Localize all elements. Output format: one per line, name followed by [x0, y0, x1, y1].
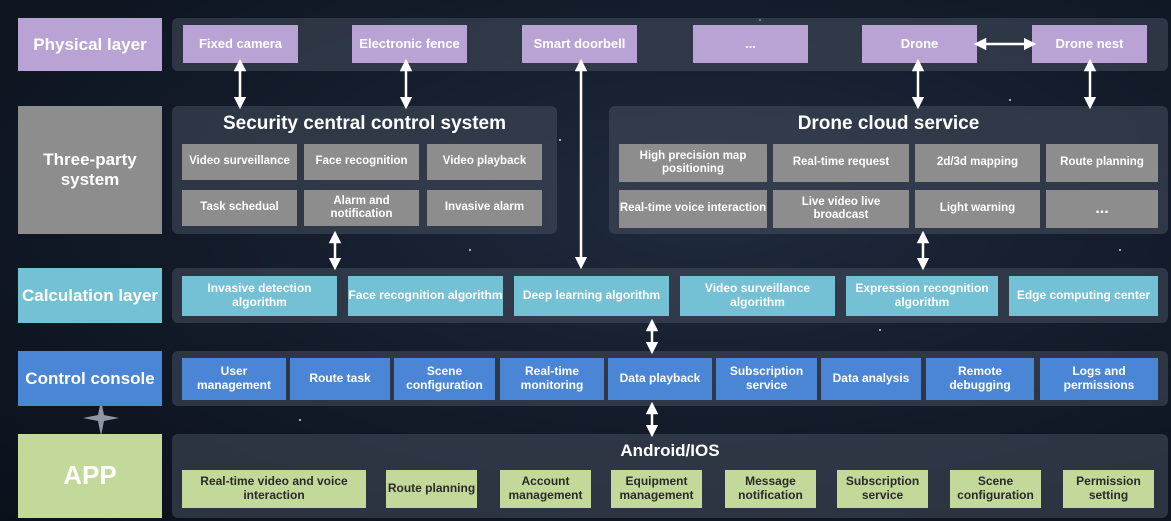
- app-platform-title: Android/IOS: [620, 441, 720, 460]
- physical-item-smart-doorbell: Smart doorbell: [522, 25, 637, 63]
- app-item-equipment-management: Equipment management: [611, 470, 702, 508]
- control-item-data-playback: Data playback: [608, 358, 712, 400]
- app-item-route-planning: Route planning: [386, 470, 477, 508]
- security-item-alarm-notification: Alarm and notification: [304, 190, 419, 226]
- app-layer-label: APP: [18, 434, 162, 518]
- control-item-remote-debugging: Remote debugging: [926, 358, 1034, 400]
- app-item-scene-configuration: Scene configuration: [950, 470, 1041, 508]
- security-item-video-surveillance: Video surveillance: [182, 144, 297, 180]
- drone-cloud-item-map-positioning: High precision map positioning: [619, 144, 767, 182]
- control-item-logs-permissions: Logs and permissions: [1040, 358, 1158, 400]
- calc-item-face-recognition: Face recognition algorithm: [348, 276, 503, 316]
- calc-item-edge-computing: Edge computing center: [1009, 276, 1158, 316]
- control-item-route-task: Route task: [290, 358, 390, 400]
- control-item-real-time-monitoring: Real-time monitoring: [500, 358, 604, 400]
- drone-cloud-item-mapping: 2d/3d mapping: [915, 144, 1040, 182]
- control-item-subscription-service: Subscription service: [716, 358, 817, 400]
- security-item-face-recognition: Face recognition: [304, 144, 419, 180]
- physical-item-drone-nest: Drone nest: [1032, 25, 1147, 63]
- drone-cloud-item-light-warning: Light warning: [915, 190, 1040, 228]
- security-item-video-playback: Video playback: [427, 144, 542, 180]
- physical-item-drone: Drone: [862, 25, 977, 63]
- physical-layer-label: Physical layer: [18, 18, 162, 71]
- calc-item-expression-recognition: Expression recognition algorithm: [846, 276, 998, 316]
- physical-item-ellipsis: ...: [693, 25, 808, 63]
- control-item-scene-configuration: Scene configuration: [394, 358, 495, 400]
- drone-cloud-item-route-planning: Route planning: [1046, 144, 1158, 182]
- control-item-data-analysis: Data analysis: [821, 358, 921, 400]
- drone-cloud-item-ellipsis: ...: [1046, 190, 1158, 228]
- physical-item-fixed-camera: Fixed camera: [183, 25, 298, 63]
- security-item-task-schedual: Task schedual: [182, 190, 297, 226]
- calculation-panel: [172, 268, 1168, 323]
- app-item-permission-setting: Permission setting: [1063, 470, 1154, 508]
- drone-cloud-item-voice-interaction: Real-time voice interaction: [619, 190, 767, 228]
- app-item-message-notification: Message notification: [725, 470, 816, 508]
- drone-cloud-item-live-broadcast: Live video live broadcast: [773, 190, 909, 228]
- control-console-label: Control console: [18, 351, 162, 406]
- calculation-layer-label: Calculation layer: [18, 268, 162, 323]
- control-item-user-management: User management: [182, 358, 286, 400]
- three-party-layer-label: Three-party system: [18, 106, 162, 234]
- app-item-account-management: Account management: [500, 470, 591, 508]
- app-item-subscription-service: Subscription service: [837, 470, 928, 508]
- physical-item-electronic-fence: Electronic fence: [352, 25, 467, 63]
- drone-cloud-item-real-time-request: Real-time request: [773, 144, 909, 182]
- app-item-video-voice: Real-time video and voice interaction: [182, 470, 366, 508]
- calc-item-deep-learning: Deep learning algorithm: [514, 276, 669, 316]
- drone-cloud-title: Drone cloud service: [797, 113, 980, 134]
- calc-item-video-surveillance: Video surveillance algorithm: [680, 276, 835, 316]
- physical-panel: [172, 18, 1168, 71]
- security-item-invasive-alarm: Invasive alarm: [427, 190, 542, 226]
- security-title: Security central control system: [223, 113, 506, 134]
- calc-item-invasive-detection: Invasive detection algorithm: [182, 276, 337, 316]
